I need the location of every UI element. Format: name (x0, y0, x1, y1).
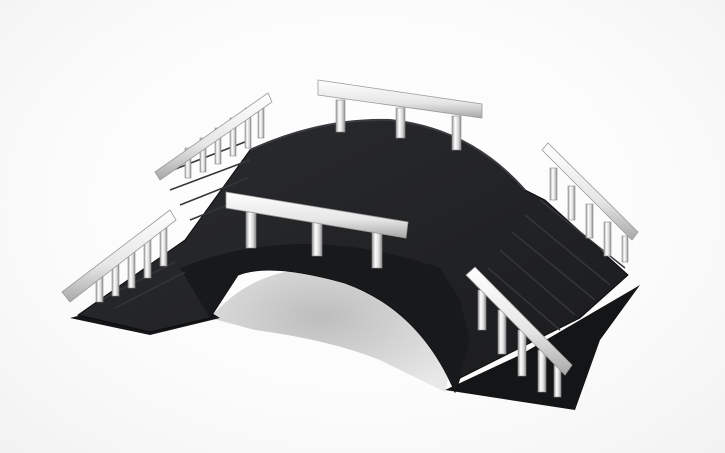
railing-back-right (541, 142, 639, 263)
railing-front-middle (225, 191, 409, 269)
deck-top-edge (249, 118, 526, 191)
railing-back-top (317, 79, 483, 151)
railing-front-left (61, 209, 177, 303)
arch-face (180, 244, 470, 392)
railing-front-right (465, 266, 573, 398)
railing-back-left (154, 92, 273, 181)
